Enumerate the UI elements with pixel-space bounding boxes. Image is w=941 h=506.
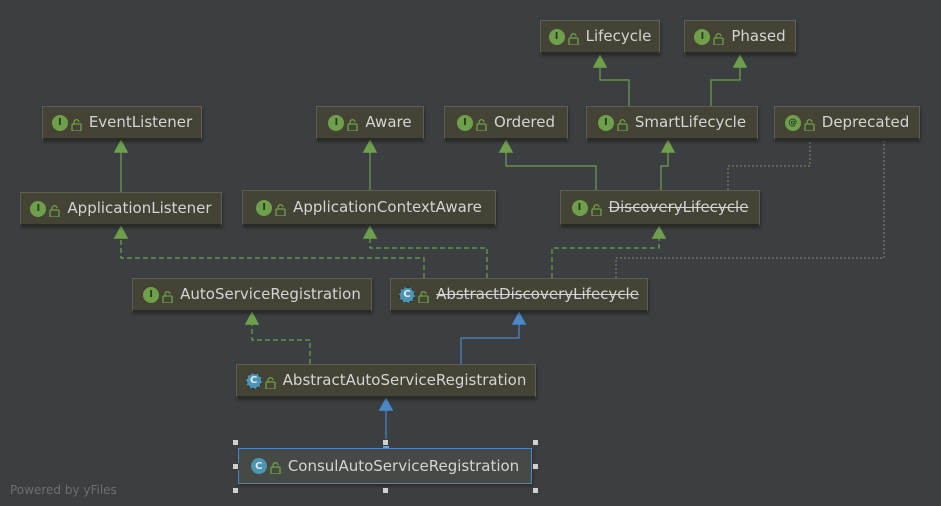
edge-abstract-discovery-lifecycle-to-discovery-lifecycle	[551, 225, 667, 278]
interface-badge-icon: I	[256, 199, 273, 216]
edge-abstract-auto-service-registration-to-auto-service-registration	[244, 311, 311, 364]
node-consul-auto-service-registration[interactable]: C ConsulAutoServiceRegistration	[238, 448, 532, 484]
node-label: Ordered	[493, 113, 556, 131]
lock-icon	[590, 202, 602, 217]
node-application-context-aware[interactable]: I ApplicationContextAware	[242, 190, 496, 226]
lock-icon	[567, 31, 579, 46]
node-abstract-discovery-lifecycle[interactable]: C AbstractDiscoveryLifecycle	[390, 278, 648, 312]
lock-icon	[804, 117, 815, 132]
node-event-listener[interactable]: I EventListener	[42, 106, 202, 140]
node-discovery-lifecycle[interactable]: I DiscoveryLifecycle	[560, 190, 760, 226]
node-label: AbstractAutoServiceRegistration	[282, 371, 527, 389]
edge-abstract-auto-service-registration-to-abstract-discovery-lifecycle	[460, 311, 527, 364]
node-phased[interactable]: I Phased	[684, 20, 796, 54]
node-label: Lifecycle	[585, 27, 652, 45]
lock-icon	[162, 289, 173, 304]
node-label: Aware	[365, 113, 412, 131]
node-label: SmartLifecycle	[634, 113, 747, 131]
interface-badge-icon: I	[456, 114, 473, 131]
lock-icon	[418, 289, 429, 304]
edge-abstract-discovery-lifecycle-to-application-context-aware	[362, 225, 488, 278]
node-auto-service-registration[interactable]: I AutoServiceRegistration	[132, 278, 372, 312]
lock-icon	[275, 202, 286, 217]
selection-handle[interactable]	[532, 487, 539, 494]
edge-application-listener-to-event-listener	[113, 139, 129, 192]
node-smart-lifecycle[interactable]: I SmartLifecycle	[586, 106, 758, 140]
node-aware[interactable]: I Aware	[316, 106, 424, 140]
interface-badge-icon: I	[597, 114, 614, 131]
selection-handle[interactable]	[382, 439, 389, 446]
node-label: DiscoveryLifecycle	[608, 198, 749, 216]
edge-application-context-aware-to-aware	[362, 139, 378, 190]
interface-badge-icon: I	[30, 200, 47, 217]
interface-badge-icon: I	[51, 114, 68, 131]
node-ordered[interactable]: I Ordered	[444, 106, 568, 140]
selection-handle[interactable]	[532, 439, 539, 446]
annotation-badge-icon: @	[784, 114, 801, 131]
lock-icon	[270, 460, 281, 475]
interface-badge-icon: I	[548, 28, 565, 45]
yfiles-watermark: Powered by yFiles	[10, 483, 117, 497]
interface-badge-icon: I	[143, 286, 160, 303]
node-label: AutoServiceRegistration	[180, 285, 361, 303]
edge-discovery-lifecycle-to-ordered	[498, 139, 597, 190]
node-label: EventListener	[88, 113, 193, 131]
selection-handle[interactable]	[382, 487, 389, 494]
edge-discovery-lifecycle-to-deprecated	[727, 141, 811, 190]
lock-icon	[347, 117, 359, 132]
class-badge-icon: C	[245, 372, 262, 389]
lock-icon	[617, 117, 628, 132]
interface-badge-icon: I	[328, 114, 345, 131]
node-label: Deprecated	[821, 113, 910, 131]
selection-handle[interactable]	[532, 463, 539, 470]
node-application-listener[interactable]: I ApplicationListener	[20, 192, 222, 226]
selection-handle[interactable]	[232, 487, 239, 494]
edge-smart-lifecycle-to-phased	[710, 54, 748, 106]
interface-badge-icon: I	[571, 199, 588, 216]
interface-badge-icon: I	[694, 28, 711, 45]
node-lifecycle[interactable]: I Lifecycle	[540, 20, 660, 54]
lock-icon	[476, 117, 487, 132]
edge-discovery-lifecycle-to-smart-lifecycle	[660, 139, 676, 190]
node-label: ApplicationListener	[67, 199, 212, 217]
class-badge-icon: C	[250, 458, 267, 474]
edge-abstract-discovery-lifecycle-to-application-listener	[113, 225, 425, 278]
class-badge-icon: C	[399, 286, 416, 303]
edge-abstract-discovery-lifecycle-to-deprecated	[615, 141, 885, 278]
edge-smart-lifecycle-to-lifecycle	[592, 54, 630, 106]
node-abstract-auto-service-registration[interactable]: C AbstractAutoServiceRegistration	[236, 364, 536, 398]
node-deprecated[interactable]: @ Deprecated	[774, 106, 920, 140]
lock-icon	[713, 31, 724, 46]
node-label: ConsulAutoServiceRegistration	[287, 456, 520, 475]
node-label: ApplicationContextAware	[293, 198, 482, 216]
selection-handle[interactable]	[232, 463, 239, 470]
node-label: Phased	[731, 27, 786, 45]
node-label: AbstractDiscoveryLifecycle	[436, 285, 639, 303]
lock-icon	[265, 375, 276, 390]
selection-handle[interactable]	[232, 439, 239, 446]
lock-icon	[71, 117, 82, 132]
lock-icon	[49, 203, 61, 218]
